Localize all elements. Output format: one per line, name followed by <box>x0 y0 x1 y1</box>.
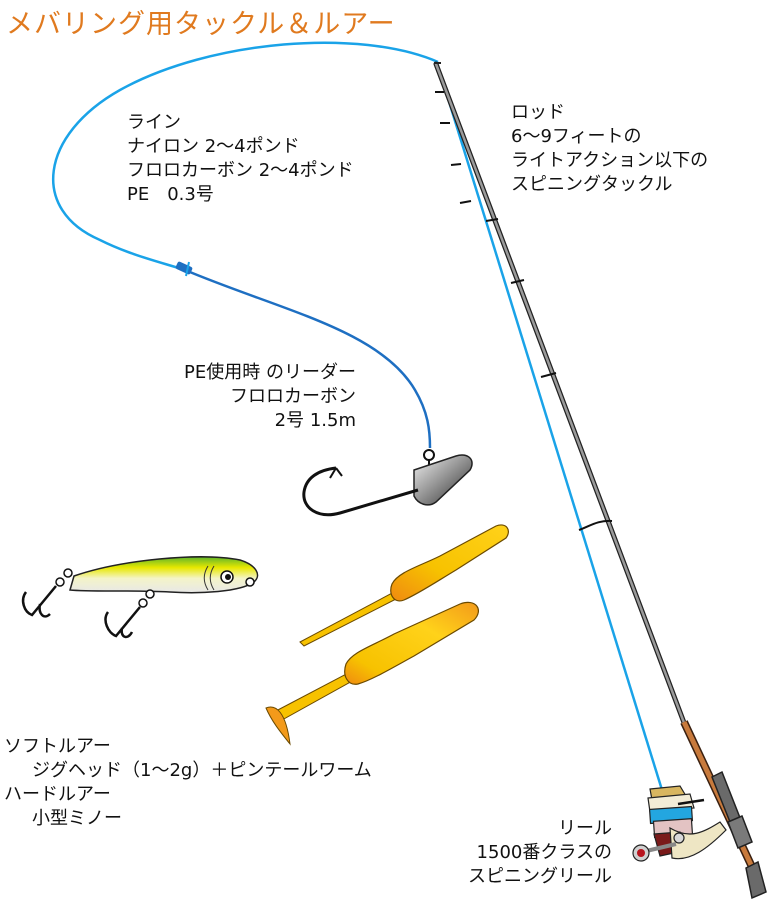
leader-spec: 2号 1.5m <box>274 410 356 431</box>
line-pe: PE 0.3号 <box>127 184 214 205</box>
line-knot-icon <box>175 261 193 277</box>
leader-heading: PE使用時 のリーダー <box>184 362 356 383</box>
rod-action: ライトアクション以下の <box>511 150 709 171</box>
rod-heading: ロッド <box>511 102 565 123</box>
reel-type: スピニングリール <box>468 866 612 887</box>
soft-lure-heading: ソフトルアー <box>4 736 111 757</box>
rod-line <box>436 65 664 791</box>
line-heading: ライン <box>127 112 181 133</box>
page-title: メバリング用タックル＆ルアー <box>6 9 396 40</box>
rod-spec-label: ロッド 6〜9フィートの ライトアクション以下の スピニングタックル <box>511 101 708 197</box>
spinning-rod <box>433 61 767 900</box>
reel-spec-label: リール 1500番クラスの スピニングリール <box>420 817 612 889</box>
rod-length: 6〜9フィートの <box>511 126 642 147</box>
leader-spec-label: PE使用時 のリーダー フロロカーボン 2号 1.5m <box>110 361 356 433</box>
hard-lure-detail: 小型ミノー <box>32 808 122 829</box>
lure-spec-label: ソフトルアー ジグヘッド（1〜2g）＋ピンテールワーム ハードルアー 小型ミノー <box>4 735 372 831</box>
rod-guides <box>435 91 613 531</box>
reel-size: 1500番クラスの <box>476 842 612 863</box>
jig-head-hook <box>302 449 473 516</box>
soft-lure-detail: ジグヘッド（1〜2g）＋ピンテールワーム <box>32 760 372 781</box>
leader-material: フロロカーボン <box>230 386 356 407</box>
pintail-worm <box>299 524 509 647</box>
line-nylon: ナイロン 2〜4ポンド <box>127 136 300 157</box>
spinning-reel <box>632 785 727 862</box>
paddle-tail-worm <box>265 601 479 746</box>
leader-line <box>184 268 432 449</box>
line-fluoro: フロロカーボン 2〜4ポンド <box>127 160 354 181</box>
rod-type: スピニングタックル <box>511 174 673 195</box>
minnow-lure <box>21 556 259 639</box>
reel-heading: リール <box>558 818 612 839</box>
hard-lure-heading: ハードルアー <box>4 784 111 805</box>
fishing-line <box>51 41 439 272</box>
line-spec-label: ライン ナイロン 2〜4ポンド フロロカーボン 2〜4ポンド PE 0.3号 <box>127 111 354 207</box>
